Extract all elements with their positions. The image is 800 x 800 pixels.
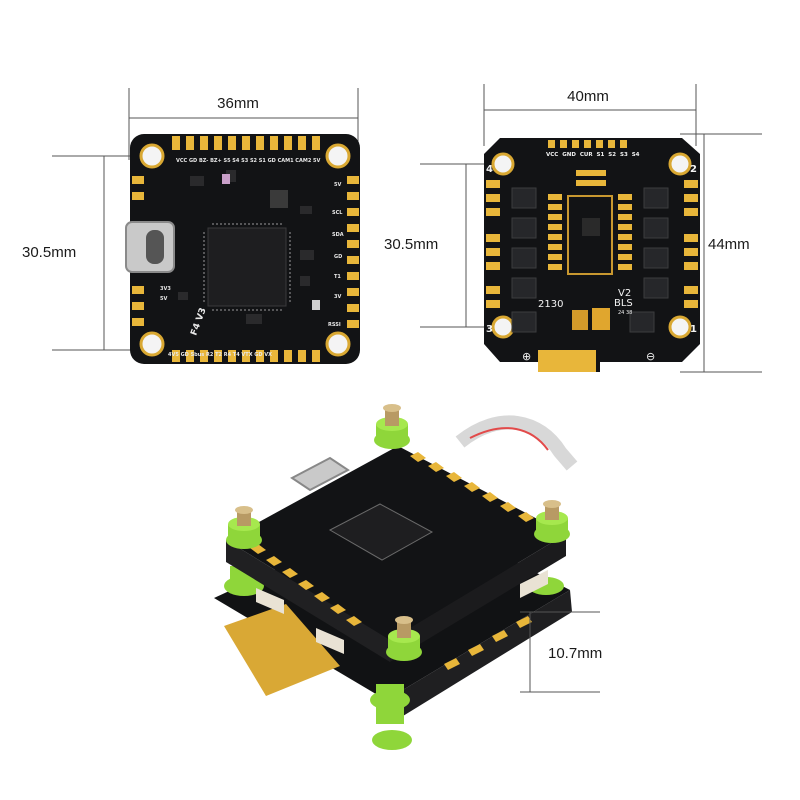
esc-motor-pads <box>486 180 698 308</box>
stack-fc-pads <box>250 452 534 626</box>
svg-text:5V: 5V <box>160 296 167 302</box>
esc-pad-vcc: VCC <box>546 152 558 158</box>
esc-pad-cur: CUR <box>580 152 594 158</box>
stack-height-dimension: 10.7mm <box>520 611 602 693</box>
esc-plus-symbol: ⊕ <box>522 350 531 363</box>
fc-board: 36mm 30.5mm <box>22 88 360 364</box>
fc-top-pads <box>172 136 320 150</box>
esc-center-pads <box>548 170 632 330</box>
esc-width-dimension: 40mm <box>483 84 697 146</box>
wire-harness <box>455 415 578 471</box>
svg-text:3V3: 3V3 <box>160 286 171 292</box>
esc-corner-4: 4 <box>486 164 493 175</box>
esc-pad-s3: S3 <box>620 152 628 158</box>
esc-mcu-chip <box>582 218 600 236</box>
stack-upper-grommets <box>226 404 570 661</box>
esc-width-label: 40mm <box>567 88 609 105</box>
fc-bottom-pads <box>172 350 320 362</box>
stack-esc-gold-pad <box>224 604 340 696</box>
esc-height-dimension: 44mm <box>680 133 762 373</box>
esc-pad-gnd: GND <box>562 152 576 158</box>
esc-small-mark: 24 38 <box>618 310 632 316</box>
svg-text:4V5 GD Sbus R2 T2 R4: 4V5 GD Sbus R2 T2 R4 T4 VTX GD VX <box>168 352 272 358</box>
svg-text:SCL: SCL <box>332 210 343 216</box>
stack-mcu-chip <box>328 503 434 561</box>
svg-text:RSSI: RSSI <box>328 322 341 328</box>
esc-mount-holes <box>491 152 692 339</box>
svg-text:SDA: SDA <box>332 232 344 238</box>
stack-height-label: 10.7mm <box>548 645 602 662</box>
fc-left-pads <box>132 176 144 326</box>
esc-corner-3: 3 <box>486 324 493 335</box>
esc-pad-s1: S1 <box>597 152 605 158</box>
svg-text:3V: 3V <box>334 294 341 300</box>
esc-model-bls: BLS <box>614 298 633 309</box>
stack-connectors <box>256 570 548 654</box>
esc-corner-1: 1 <box>690 324 697 335</box>
stack-assembly: 10.7mm <box>214 404 602 750</box>
esc-signal-pads <box>548 140 627 148</box>
esc-mount-dimension: 30.5mm <box>384 163 500 328</box>
fc-width-label: 36mm <box>217 95 259 112</box>
esc-silkscreen: VCC GND CUR S1 S2 S3 S4 4 2 3 1 2130 V2 … <box>486 152 697 363</box>
svg-text:5V: 5V <box>334 182 341 188</box>
esc-mount-label: 30.5mm <box>384 236 438 253</box>
esc-minus-symbol: ⊖ <box>646 350 655 363</box>
esc-height-label: 44mm <box>708 236 750 253</box>
fc-mount-label: 30.5mm <box>22 244 76 261</box>
esc-power-pad <box>538 350 596 372</box>
fc-width-dimension: 36mm <box>128 88 359 160</box>
svg-text:VCC GND CUR: VCC GND CUR S1 S2 S3 S4 <box>546 152 640 158</box>
svg-text:VCC GD BZ- BZ+ S5 S4 S3 S: VCC GD BZ- BZ+ S5 S4 S3 S2 S1 GD CAM1 CA… <box>176 158 321 164</box>
fc-mcu-chip <box>207 227 287 307</box>
esc-pad-s2: S2 <box>608 152 616 158</box>
fc-mount-holes <box>139 143 351 357</box>
fc-small-components <box>178 170 320 324</box>
svg-text:GD: GD <box>334 254 342 260</box>
usb-c-opening <box>146 230 164 264</box>
stack-usb-c-port <box>290 456 350 492</box>
esc-model-left: 2130 <box>538 299 563 310</box>
esc-corner-2: 2 <box>690 164 697 175</box>
esc-model-v2: V2 <box>618 288 631 299</box>
stack-motor-leads <box>444 616 532 670</box>
fc-right-pads <box>347 176 359 328</box>
esc-mosfets <box>511 187 669 333</box>
esc-center-frame <box>567 195 613 275</box>
esc-board: 40mm 30.5mm 44mm <box>384 84 762 373</box>
esc-pad-s4: S4 <box>632 152 640 158</box>
stack-lower-grommets <box>224 566 564 750</box>
svg-text:T1: T1 <box>334 274 341 280</box>
